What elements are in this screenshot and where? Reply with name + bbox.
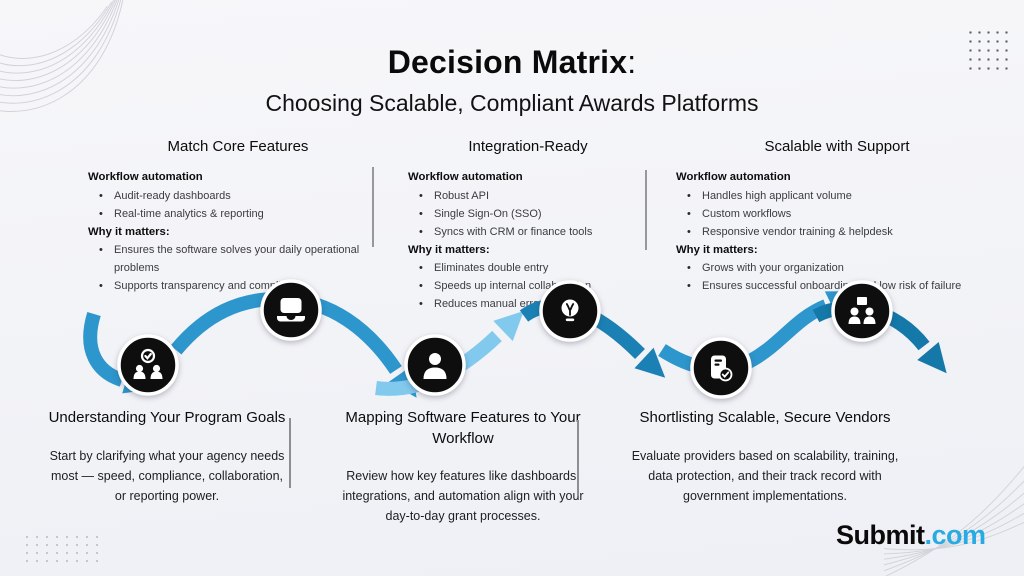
bullet-list: Handles high applicant volume Custom wor… (676, 187, 998, 241)
step-title: Mapping Software Features to Your Workfl… (345, 409, 581, 447)
section-heading: Why it matters: (676, 243, 758, 256)
section-heading: Why it matters: (408, 243, 490, 256)
step-description: Evaluate providers based on scalability,… (631, 448, 899, 503)
flow-arrow (519, 299, 666, 378)
bullet-list: Robust API Single Sign-On (SSO) Syncs wi… (408, 187, 648, 241)
flow-arrow (170, 291, 417, 398)
step-divider (289, 418, 291, 488)
bullet-item: Speeds up internal collaboration (408, 277, 648, 295)
bullet-item: Syncs with CRM or finance tools (408, 223, 648, 241)
bullet-item: Single Sign-On (SSO) (408, 205, 648, 223)
person-icon (404, 334, 466, 396)
step-mapping-features: Mapping Software Features to Your Workfl… (336, 408, 590, 526)
section-heading: Workflow automation (88, 171, 203, 183)
page-title-text: Decision Matrix (387, 44, 628, 80)
step-divider (577, 420, 579, 496)
column-body: Workflow automation Robust API Single Si… (408, 168, 648, 313)
bullet-item: Real-time analytics & reporting (88, 205, 388, 223)
section-heading: Workflow automation (408, 171, 523, 183)
feature-column-scalable: Scalable with Support Workflow automatio… (676, 138, 998, 295)
feature-column-integration: Integration-Ready Workflow automation Ro… (408, 138, 648, 313)
step-description: Start by clarifying what your agency nee… (49, 448, 285, 503)
flow-arrow (375, 310, 524, 396)
dot-grid-decoration (22, 533, 106, 565)
bullet-item: Robust API (408, 187, 648, 205)
bullet-item: Reduces manual errors (408, 295, 648, 313)
column-divider (645, 170, 647, 250)
step-title: Shortlisting Scalable, Secure Vendors (639, 409, 891, 426)
bullet-item: Supports transparency and compliance (88, 277, 388, 295)
bullet-list: Grows with your organization Ensures suc… (676, 259, 998, 295)
bullet-item: Audit-ready dashboards (88, 187, 388, 205)
bullet-list: Eliminates double entry Speeds up intern… (408, 259, 648, 313)
logo-suffix: .com (924, 520, 987, 550)
team-check-icon (117, 334, 179, 396)
bullet-item: Handles high applicant volume (676, 187, 998, 205)
column-body: Workflow automation Handles high applica… (676, 168, 998, 295)
document-check-icon (690, 337, 752, 399)
section-heading: Workflow automation (676, 171, 791, 183)
column-header: Integration-Ready (468, 138, 588, 155)
page-title-colon: : (627, 44, 637, 80)
feature-column-match-core: Match Core Features Workflow automation … (88, 138, 388, 295)
column-divider (372, 167, 374, 247)
page-subtitle: Choosing Scalable, Compliant Awards Plat… (265, 90, 759, 116)
submit-com-logo: Submit.com (836, 520, 986, 551)
column-body: Workflow automation Audit-ready dashboar… (88, 168, 388, 295)
bullet-item: Custom workflows (676, 205, 998, 223)
step-understanding-goals: Understanding Your Program Goals Start b… (46, 408, 288, 506)
page-title: Decision Matrix: (0, 44, 1024, 81)
column-header: Scalable with Support (764, 138, 910, 155)
bullet-list: Ensures the software solves your daily o… (88, 241, 388, 295)
step-title: Understanding Your Program Goals (48, 409, 286, 426)
logo-text: Submit (836, 520, 925, 550)
flow-arrow (83, 311, 153, 394)
step-shortlisting-vendors: Shortlisting Scalable, Secure Vendors Ev… (626, 408, 904, 506)
bullet-list: Audit-ready dashboards Real-time analyti… (88, 187, 388, 223)
flow-arrow (812, 300, 947, 374)
step-description: Review how key features like dashboards,… (342, 469, 584, 524)
section-heading: Why it matters: (88, 225, 170, 238)
bullet-item: Grows with your organization (676, 259, 998, 277)
bullet-item: Ensures the software solves your daily o… (88, 241, 388, 277)
column-header: Match Core Features (167, 138, 309, 155)
dot-grid-decoration (966, 28, 1010, 72)
bullet-item: Eliminates double entry (408, 259, 648, 277)
bullet-item: Responsive vendor training & helpdesk (676, 223, 998, 241)
bullet-item: Ensures successful onboarding and low ri… (676, 277, 998, 295)
